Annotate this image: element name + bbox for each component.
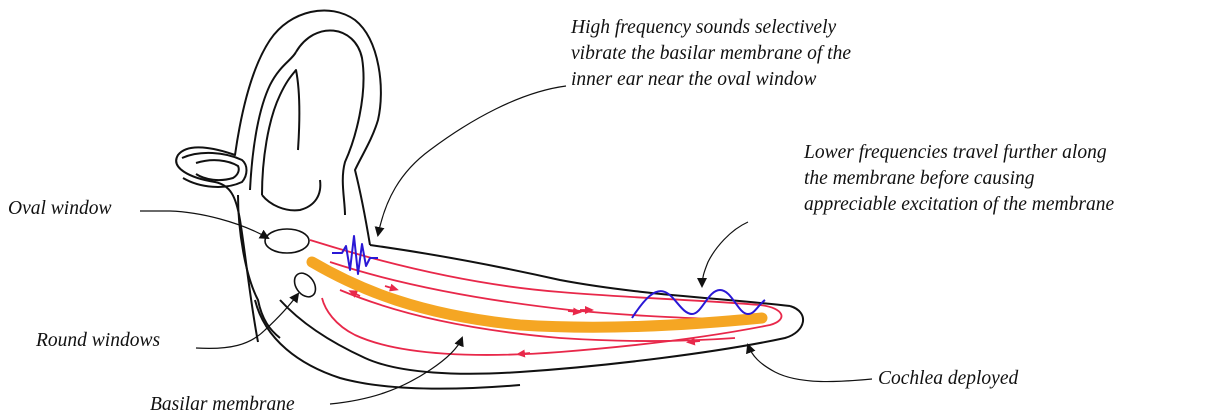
low-frequency-line-3: appreciable excitation of the membrane	[804, 194, 1115, 215]
basilar-membrane-label: Basilar membrane	[150, 394, 295, 415]
high-frequency-annotation: High frequency sounds selectively vibrat…	[571, 15, 851, 93]
semicircular-canals	[175, 9, 382, 343]
low-frequency-wave	[631, 288, 766, 319]
fluid-path	[309, 239, 783, 358]
high-frequency-line-3: inner ear near the oval window	[571, 69, 817, 90]
cochlea-deployed-label: Cochlea deployed	[878, 368, 1019, 389]
high-frequency-line-2: vibrate the basilar membrane of the	[571, 43, 851, 64]
oval-window	[264, 228, 310, 254]
round-windows-label: Round windows	[36, 330, 161, 351]
oval-window-label: Oval window	[8, 198, 112, 219]
round-window	[293, 272, 317, 298]
high-frequency-line-1: High frequency sounds selectively	[571, 17, 837, 38]
low-frequency-line-1: Lower frequencies travel further along	[804, 142, 1107, 163]
low-frequency-annotation: Lower frequencies travel further along t…	[804, 140, 1114, 218]
low-frequency-line-2: the membrane before causing	[804, 168, 1035, 189]
cochlea-deployed	[254, 244, 804, 390]
leader-lines	[140, 85, 873, 405]
high-frequency-wave	[332, 235, 378, 275]
basilar-membrane	[306, 256, 768, 333]
